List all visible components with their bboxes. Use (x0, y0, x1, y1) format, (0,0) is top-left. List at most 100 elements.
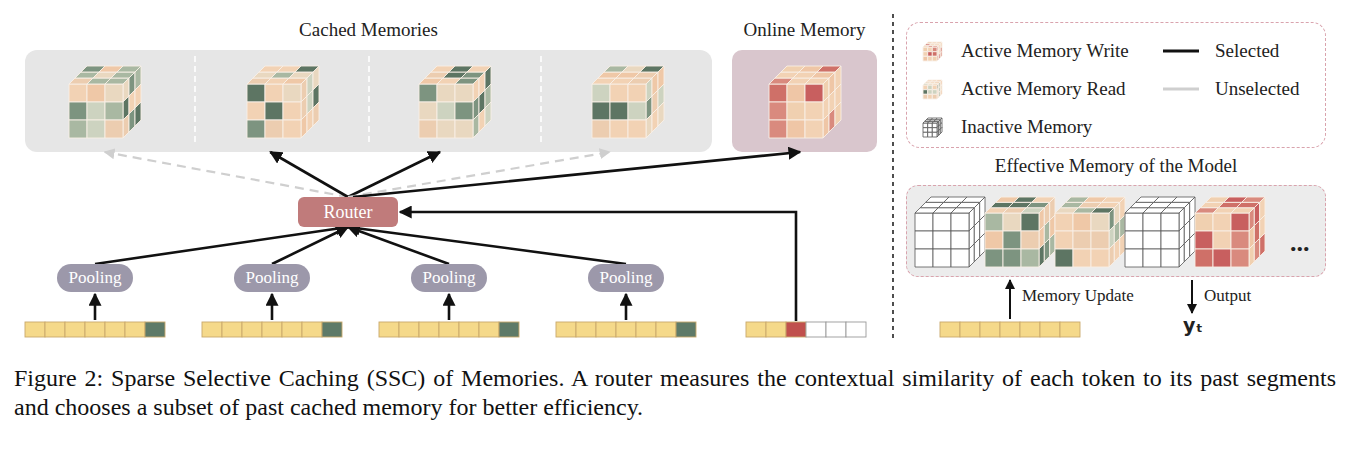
memory-cell (932, 94, 937, 99)
connectors (95, 152, 800, 264)
memory-cell (928, 85, 933, 90)
selected-connector (348, 152, 440, 197)
memory-cell (932, 132, 937, 137)
memory-panel: Effective Memory of the Model (906, 185, 1326, 277)
pooling-box: Pooling (234, 264, 310, 292)
token-cell (322, 322, 342, 337)
cube-sample (923, 118, 942, 137)
token-strip (746, 322, 866, 337)
memory-cell (932, 52, 937, 57)
memory-cell (923, 128, 928, 133)
annotation-label: Memory Update (1022, 286, 1134, 306)
token-cell (1020, 322, 1040, 337)
node-label: Pooling (246, 268, 299, 288)
segment-arrow (448, 294, 451, 320)
memory-cell (932, 128, 937, 133)
output-arrow (1191, 280, 1193, 313)
memory-cell (928, 123, 933, 128)
token-cell (399, 322, 419, 337)
query-token-wire (400, 212, 796, 321)
connector-group (270, 152, 348, 197)
legend-label: Unselected (1215, 78, 1299, 100)
token-cell (826, 322, 846, 337)
token-strip (556, 322, 696, 337)
token-cell (576, 322, 596, 337)
connector-group (353, 152, 800, 197)
memory-cell (928, 128, 933, 133)
token-strip (25, 322, 165, 337)
output-symbol: yₜ (1183, 314, 1203, 336)
node-label: Pooling (423, 268, 476, 288)
cube-sample (923, 42, 942, 61)
router-box: Router (298, 197, 398, 227)
memory-cell (923, 47, 928, 52)
memory-cell (928, 90, 933, 95)
token-strip (202, 322, 342, 337)
token-cell (636, 322, 656, 337)
token-cell (656, 322, 676, 337)
memory-cell (936, 118, 942, 120)
memory-cell (932, 47, 937, 52)
selected-connector (272, 227, 348, 264)
unselected-connector (348, 152, 610, 197)
memory-cell (928, 47, 933, 52)
annotation-label: Output (1204, 286, 1251, 306)
pooling-box: Pooling (588, 264, 664, 292)
token-cell (846, 322, 866, 337)
token-cell (596, 322, 616, 337)
legend-item: Unselected (1161, 76, 1299, 102)
line-sample (1163, 49, 1199, 52)
memory-cell (923, 52, 928, 57)
memory-cell (923, 56, 928, 61)
segment-arrow (625, 294, 628, 320)
legend-swatch (917, 38, 957, 64)
token-cell (980, 322, 1000, 337)
token-cell (439, 322, 459, 337)
token-cell (1040, 322, 1060, 337)
memory-cell (940, 51, 942, 57)
token-cell (242, 322, 262, 337)
legend-item: Active Memory Write (917, 38, 1129, 64)
token-cell (499, 322, 519, 337)
memory-panel: Cached Memories (25, 50, 712, 152)
line-sample (1163, 87, 1199, 90)
unselected-connector (105, 152, 348, 197)
token-cell (222, 322, 242, 337)
token-cell (1060, 322, 1080, 337)
connector-group (348, 227, 449, 264)
legend-label: Inactive Memory (961, 116, 1092, 138)
token-cell (379, 322, 399, 337)
memory-cell (928, 52, 933, 57)
token-cell (479, 322, 499, 337)
memory-panel: Online Memory (732, 50, 877, 152)
legend-box: Active Memory Write SelectedActive Memory… (906, 22, 1326, 148)
token-cell (45, 322, 65, 337)
token-cell (806, 322, 826, 337)
divider-line (892, 14, 894, 342)
memory-cell (932, 90, 937, 95)
connector-group (95, 227, 348, 264)
token-cell (105, 322, 125, 337)
token-cell (85, 322, 105, 337)
legend-label: Active Memory Read (961, 78, 1126, 100)
selected-connector (353, 152, 800, 197)
selected-connector (95, 227, 348, 264)
memory-cell (923, 90, 928, 95)
legend-swatch (917, 76, 957, 102)
token-strip (940, 322, 1080, 337)
connector-group (348, 152, 610, 197)
update-arrow (1009, 280, 1011, 319)
memory-cell (936, 80, 942, 82)
memory-cell (928, 56, 933, 61)
node-label: Router (324, 202, 373, 223)
figure-caption: Figure 2: Sparse Selective Caching (SSC)… (14, 364, 1336, 422)
connector-group (105, 152, 348, 197)
legend-item: Selected (1161, 38, 1279, 64)
token-cell (676, 322, 696, 337)
token-cell (419, 322, 439, 337)
node-label: Pooling (600, 268, 653, 288)
token-cell (65, 322, 85, 337)
legend-label: Active Memory Write (961, 40, 1129, 62)
token-strip (379, 322, 519, 337)
panel-heading: Effective Memory of the Model (907, 155, 1325, 177)
